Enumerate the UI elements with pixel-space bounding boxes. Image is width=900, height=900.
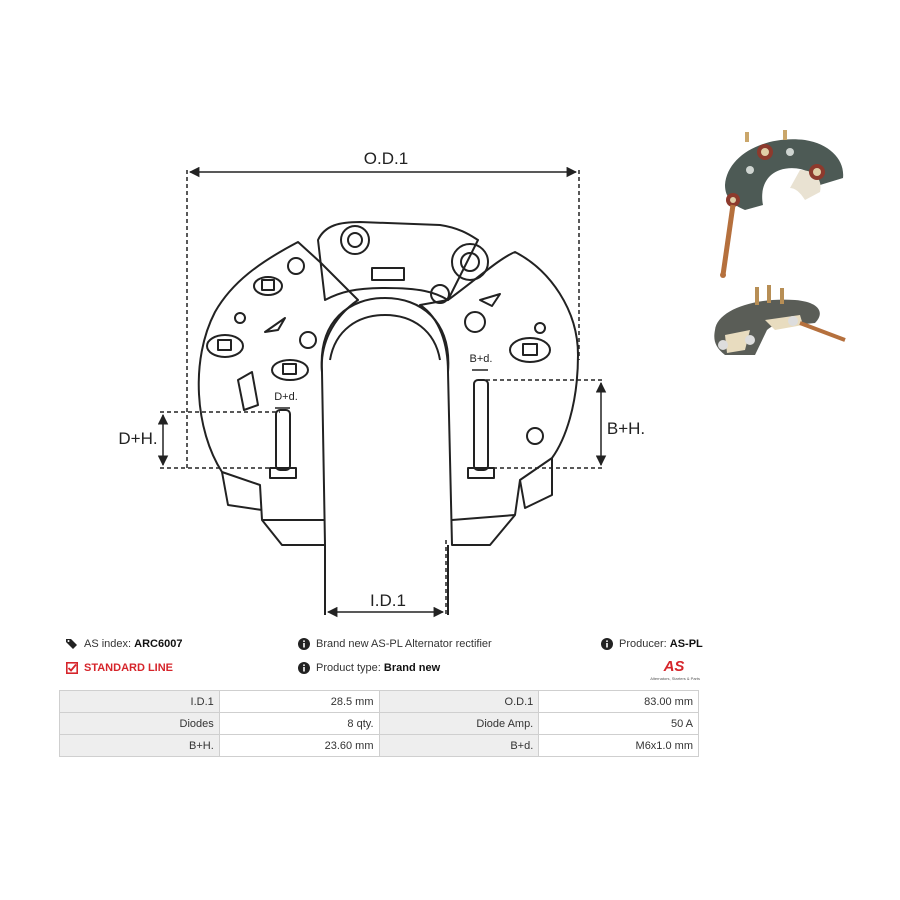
info-icon [601, 638, 613, 650]
spec-value: 28.5 mm [218, 690, 380, 713]
dd-label: D+d. [274, 391, 298, 403]
producer-value: AS-PL [669, 638, 703, 650]
mount-hole [451, 243, 489, 281]
spec-label: B+H. [59, 734, 220, 757]
as-index-value: ARC6007 [134, 638, 183, 650]
standard-line: STANDARD LINE [66, 662, 173, 674]
spec-value: 83.00 mm [538, 690, 699, 713]
od-label: O.D.1 [364, 149, 408, 168]
rectifier-right-body [419, 251, 579, 546]
mount-hole [340, 225, 370, 255]
product-type-label: Product type: [316, 662, 381, 674]
rectifier-technical-drawing: O.D.1 I.D.1 D+H. B+H. D+d. B+d. [118, 149, 645, 618]
info-icon [298, 662, 310, 674]
logo-tagline: Alternators, Starters & Parts [650, 676, 700, 681]
spec-value: 50 A [538, 712, 699, 735]
table-row: B+H. 23.60 mm B+d. M6x1.0 mm [59, 734, 699, 757]
spec-label: B+d. [378, 734, 540, 757]
product-type-value: Brand new [383, 662, 441, 674]
dh-label: D+H. [118, 429, 157, 448]
as-index: AS index: ARC6007 [66, 638, 182, 650]
spec-value: 8 qty. [218, 712, 380, 735]
spec-label: O.D.1 [378, 690, 540, 713]
bh-label: B+H. [607, 419, 645, 438]
description: Brand new AS-PL Alternator rectifier [298, 638, 492, 650]
product-photo-top [720, 130, 844, 278]
as-index-label: AS index: [84, 638, 132, 650]
spec-value: 23.60 mm [218, 734, 380, 757]
spec-value: M6x1.0 mm [538, 734, 699, 757]
spec-label: I.D.1 [59, 690, 220, 713]
product-type: Product type: Brand new [298, 662, 440, 674]
specification-table: I.D.1 28.5 mm O.D.1 83.00 mm Diodes 8 qt… [59, 690, 699, 757]
left-bolt [275, 409, 291, 471]
spec-label: Diode Amp. [378, 712, 540, 735]
producer-label: Producer: [619, 638, 667, 650]
id-label: I.D.1 [370, 591, 406, 610]
checkbox-icon [66, 662, 78, 674]
rectifier-inner-arc [320, 297, 450, 373]
description-text: Brand new AS-PL Alternator rectifier [316, 638, 492, 650]
producer: Producer: AS-PL [601, 638, 703, 650]
table-row: Diodes 8 qty. Diode Amp. 50 A [59, 712, 699, 735]
as-pl-logo: AS Alternators, Starters & Parts [650, 658, 700, 681]
tags-icon [66, 639, 77, 649]
product-photo-bottom [714, 285, 846, 355]
spec-label: Diodes [59, 712, 220, 735]
info-icon [298, 638, 310, 650]
logo-text: AS [663, 658, 685, 675]
right-bolt [473, 379, 489, 471]
standard-line-label: STANDARD LINE [84, 662, 174, 674]
bd-label: B+d. [470, 353, 493, 365]
table-row: I.D.1 28.5 mm O.D.1 83.00 mm [59, 690, 699, 713]
